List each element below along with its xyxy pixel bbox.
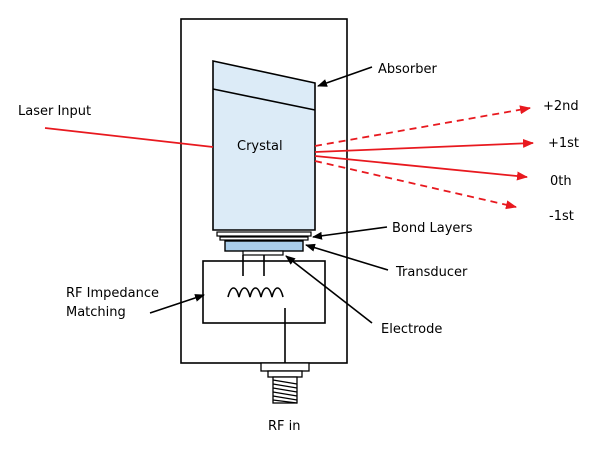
transducer-label: Transducer xyxy=(395,265,468,280)
bond-layer-2 xyxy=(219,236,309,241)
transducer xyxy=(224,240,304,252)
absorber-divider xyxy=(212,88,316,111)
rf-in-label: RF in xyxy=(268,419,301,434)
rf-impedance-label: RF Impedance xyxy=(66,286,159,301)
bond-layers-label: Bond Layers xyxy=(392,221,473,236)
rf-connector xyxy=(260,362,310,404)
order-zeroth-label: 0th xyxy=(550,174,572,189)
crystal-body xyxy=(212,60,316,231)
beam-plus-1st xyxy=(314,138,534,153)
beam-minus-1st xyxy=(314,160,517,210)
rf-matching-arrow xyxy=(149,294,205,314)
absorber-arrow xyxy=(317,66,373,87)
bond-layers-arrow xyxy=(312,226,388,240)
absorber-label: Absorber xyxy=(378,62,437,77)
electrode-label: Electrode xyxy=(381,322,442,337)
order-plus-2nd-label: +2nd xyxy=(543,99,579,114)
electrode-arrow xyxy=(285,255,373,324)
beam-plus-2nd xyxy=(314,105,531,147)
bond-layer-1 xyxy=(216,231,312,237)
beam-zeroth xyxy=(314,155,528,181)
matching-label: Matching xyxy=(66,305,126,320)
order-plus-1st-label: +1st xyxy=(548,136,579,151)
inductor-coil xyxy=(227,287,284,298)
laser-input-label: Laser Input xyxy=(18,104,91,119)
crystal-label: Crystal xyxy=(237,139,283,154)
laser-input-beam xyxy=(44,127,214,148)
order-minus-1st-label: -1st xyxy=(549,209,574,224)
electrode xyxy=(242,250,284,256)
transducer-arrow xyxy=(305,243,389,271)
